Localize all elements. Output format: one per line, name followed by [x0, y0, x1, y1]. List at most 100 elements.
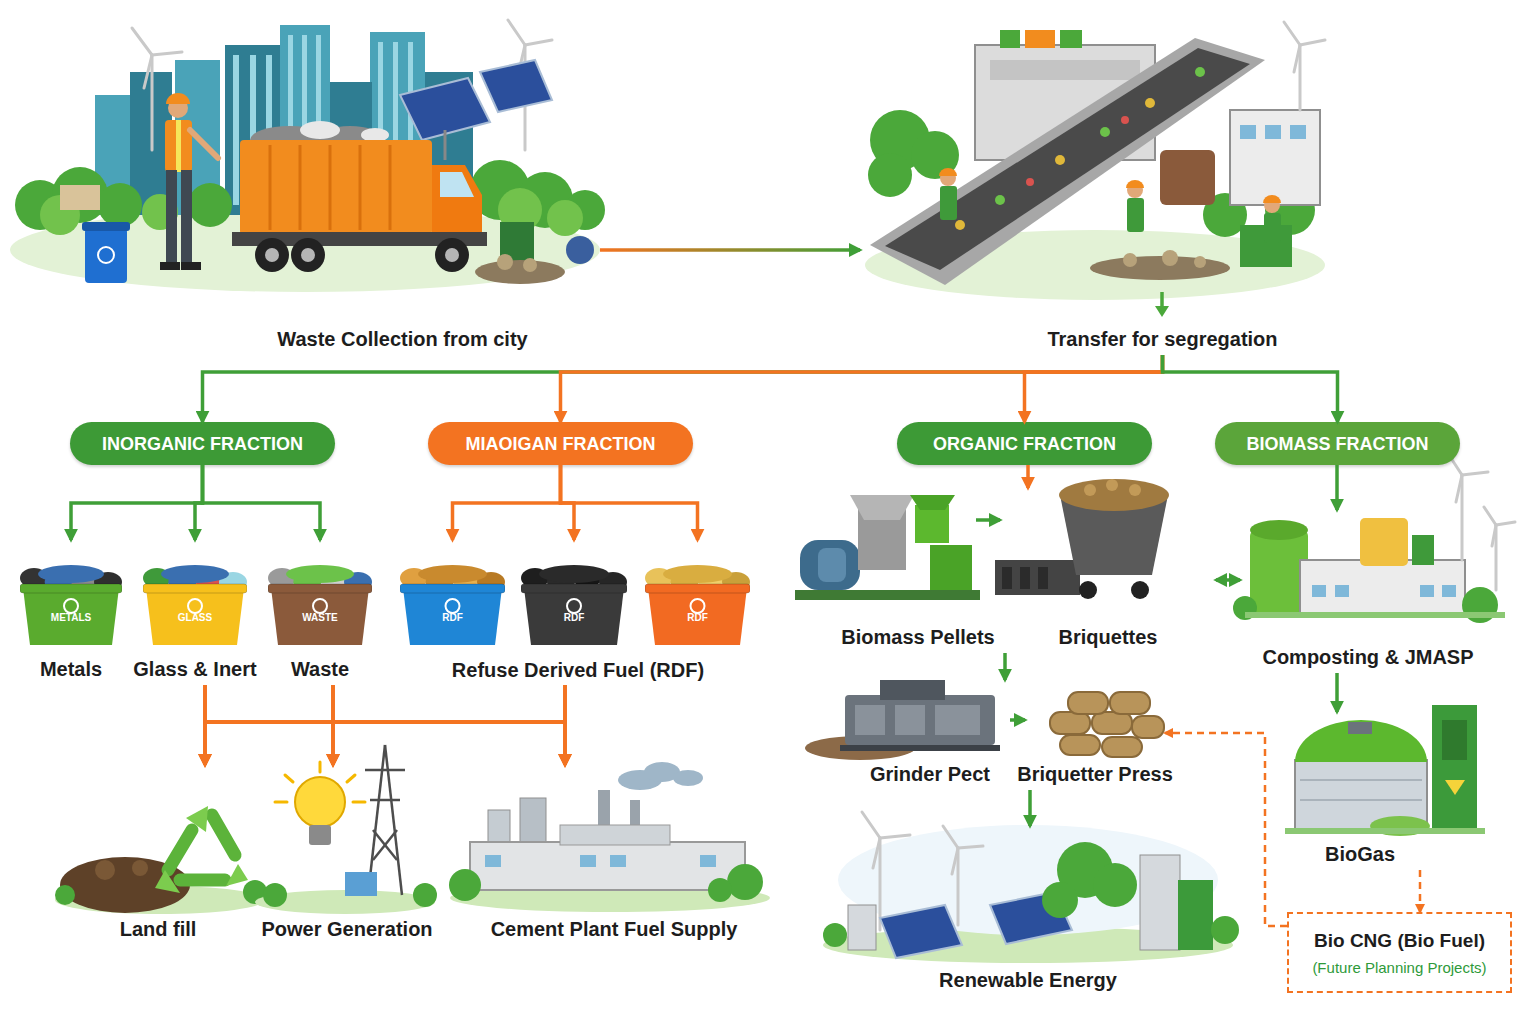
landfill-scene	[95, 860, 148, 880]
waste-bin: METALSMetals	[20, 540, 122, 685]
flow-connector	[561, 465, 698, 540]
biogas-plant	[1300, 780, 1422, 800]
process-scene: Grinder Pect	[850, 680, 1010, 790]
segregation-scene	[1264, 213, 1281, 243]
bin-label: METALS	[20, 612, 122, 624]
segregation-scene	[1000, 30, 1082, 48]
city-collection-scene	[181, 170, 192, 265]
power-scene	[263, 883, 437, 907]
cement-plant-scene	[673, 770, 703, 786]
segregation-scene	[870, 38, 1265, 285]
power-scene	[385, 745, 402, 895]
bin-outline	[143, 540, 247, 650]
recycle-symbol	[64, 599, 78, 613]
grinder-machine	[895, 705, 925, 735]
composting-plant	[1442, 585, 1456, 597]
segregation-scene	[868, 153, 912, 197]
biogas-plant	[1300, 799, 1422, 801]
segregation-scene	[1123, 253, 1137, 267]
segregation-scene	[1240, 125, 1256, 139]
recycle-symbol	[446, 599, 460, 613]
cement-plant-scene	[449, 762, 770, 912]
cement-plant-scene	[449, 869, 481, 901]
group-caption: Refuse Derived Fuel (RDF)	[452, 658, 704, 682]
renewable-energy-scene	[879, 838, 882, 930]
node-caption: Waste Collection from city	[277, 327, 527, 351]
renewable-energy-scene	[1140, 855, 1180, 950]
segregation-scene	[1126, 180, 1144, 188]
pellet-machine	[910, 495, 955, 510]
grinder-machine	[935, 705, 980, 735]
segregation-scene	[1026, 178, 1034, 186]
city-collection-scene	[329, 145, 332, 230]
fraction-pill: BIOMASS FRACTION	[1215, 422, 1460, 465]
composting-plant	[1300, 560, 1465, 615]
segregation-scene	[1265, 125, 1281, 139]
bin-label: RDF	[645, 612, 750, 624]
node-caption: Grinder Pect	[870, 762, 990, 786]
node-caption: Transfer for segregation	[1047, 327, 1277, 351]
briquette-pile	[1102, 737, 1142, 757]
segregation-scene	[1090, 256, 1230, 280]
segregation-scene	[1127, 198, 1144, 232]
city-collection-scene	[240, 140, 432, 235]
composting-plant	[1250, 520, 1308, 540]
renewable-energy-scene	[952, 848, 958, 874]
city-collection-scene	[10, 20, 605, 292]
segregation-scene	[1026, 116, 1129, 186]
fraction-pill: ORGANIC FRACTION	[897, 422, 1152, 465]
briquette-cart	[1084, 484, 1096, 496]
process-scene: Transfer for segregation	[860, 10, 1465, 355]
node-caption: BioGas	[1325, 842, 1395, 866]
waste-bin: GLASSGlass & Inert	[143, 540, 247, 685]
city-collection-scene	[270, 145, 390, 230]
city-collection-scene	[497, 254, 537, 272]
process-scene: Biomass Pellets	[860, 488, 976, 653]
composting-plant	[1456, 475, 1462, 502]
pellet-machine	[795, 590, 980, 600]
segregation-scene	[1263, 195, 1281, 203]
city-collection-scene	[300, 121, 340, 139]
briquette-pile	[1050, 692, 1164, 757]
bin-rim	[645, 584, 750, 593]
renewable-energy-scene	[848, 905, 876, 950]
city-collection-scene	[132, 20, 552, 150]
power-scene	[309, 825, 331, 845]
segregation-scene	[1160, 150, 1215, 205]
flow-connector	[205, 685, 333, 765]
city-collection-scene	[269, 145, 272, 230]
composting-plant	[1360, 518, 1408, 566]
node-caption: Waste	[291, 657, 349, 681]
fraction-label: ORGANIC FRACTION	[933, 433, 1116, 455]
landfill-scene	[168, 830, 192, 870]
renewable-energy-scene	[1178, 880, 1213, 950]
power-scene	[373, 830, 397, 860]
biogas-plant	[1285, 828, 1485, 834]
flow-connector	[1419, 870, 1422, 912]
flow-connector	[1025, 355, 1163, 422]
city-collection-scene	[132, 28, 152, 55]
segregation-scene	[940, 170, 1280, 213]
city-collection-scene	[475, 260, 565, 284]
briquette-cart	[995, 560, 1080, 595]
city-collection-scene	[445, 248, 459, 262]
grinder-machine	[880, 680, 945, 700]
segregation-scene	[911, 131, 959, 179]
landfill-scene	[186, 806, 208, 832]
landfill-scene	[226, 864, 248, 886]
renewable-energy-scene	[862, 812, 880, 838]
briquette-cart	[1106, 479, 1118, 491]
grinder-machine	[840, 745, 1000, 751]
power-scene	[413, 883, 437, 907]
cement-plant-scene	[610, 855, 626, 867]
segregation-scene	[1155, 306, 1169, 317]
power-scene	[370, 799, 400, 802]
power-scene	[285, 775, 293, 782]
renewable-energy-scene	[1093, 863, 1137, 907]
briquette-cart	[1129, 484, 1141, 496]
power-scene	[319, 762, 322, 772]
process-scene: Cement Plant Fuel Supply	[554, 765, 674, 945]
pellet-machine	[915, 505, 949, 543]
bin-label: WASTE	[268, 612, 372, 624]
bin-label: RDF	[521, 612, 627, 624]
